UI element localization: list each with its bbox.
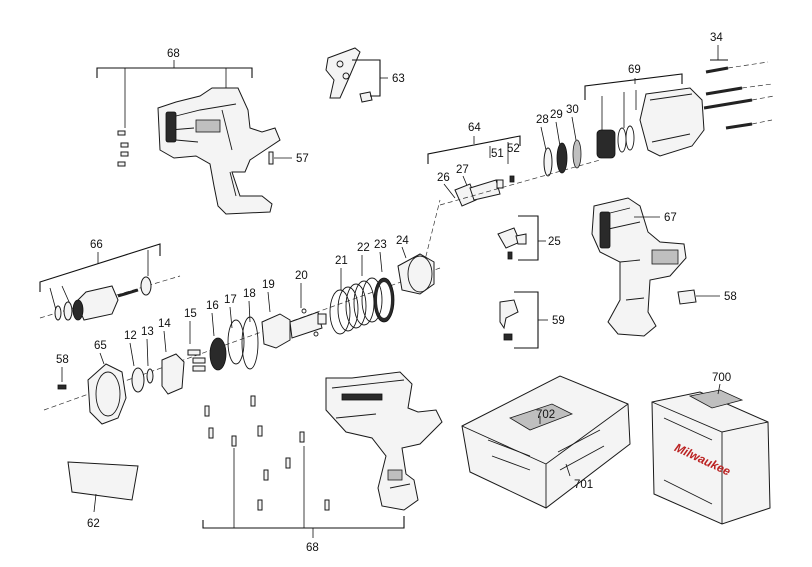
label-17: 16 xyxy=(206,300,219,312)
gear-assembly-64: 64 28 29 30 51 52 26 27 xyxy=(427,104,601,207)
label-57: 57 xyxy=(296,153,309,165)
screw-icon xyxy=(231,435,237,447)
label-19: 18 xyxy=(243,288,256,300)
label-68-top: 68 xyxy=(167,48,180,60)
label-59: 59 xyxy=(552,315,565,327)
pin-icon xyxy=(268,151,274,165)
label-68-bottom: 68 xyxy=(306,542,319,554)
label-14: 13 xyxy=(141,326,154,338)
label-702: 702 xyxy=(536,409,555,421)
label-21: 20 xyxy=(295,270,308,282)
label-15: 14 xyxy=(158,318,171,330)
latch-59: 59 xyxy=(499,291,565,349)
screw-icon xyxy=(120,151,129,157)
label-20: 19 xyxy=(262,279,275,291)
label-29: 29 xyxy=(550,109,563,121)
carry-case-700: Milwaukee 700 xyxy=(651,372,771,525)
label-22: 21 xyxy=(335,255,348,267)
label-26: 26 xyxy=(437,172,450,184)
label-701: 701 xyxy=(574,479,593,491)
housing-half-top: 68 57 xyxy=(96,48,309,215)
label-13: 12 xyxy=(124,330,137,342)
label-69: 69 xyxy=(628,64,641,76)
screw-icon xyxy=(285,457,291,469)
screw-icon xyxy=(250,395,256,407)
label-58: 58 xyxy=(724,291,737,303)
label-65: 58 xyxy=(56,354,69,366)
label-18: 17 xyxy=(224,294,237,306)
screw-icon xyxy=(208,427,214,439)
part-58: 58 xyxy=(677,289,737,305)
label-23: 22 xyxy=(357,242,370,254)
screw-icon xyxy=(204,405,210,417)
label-27: 27 xyxy=(456,164,469,176)
label-63: 63 xyxy=(392,73,405,85)
screw-icon xyxy=(299,431,305,443)
label-52: 52 xyxy=(507,143,520,155)
screw-icon xyxy=(117,161,126,167)
label-28: 28 xyxy=(536,114,549,126)
screw-icon xyxy=(263,469,269,481)
label-34: 34 xyxy=(710,32,723,44)
insert-62: 62 xyxy=(67,461,139,530)
screw-icon xyxy=(257,425,263,437)
label-62: 62 xyxy=(87,518,100,530)
housing-67: 67 xyxy=(591,197,687,337)
carry-case-701: 702 701 xyxy=(461,375,631,509)
label-24: 23 xyxy=(374,239,387,251)
label-25: 24 xyxy=(396,235,409,247)
motor-66: 66 xyxy=(39,239,181,321)
clip-63: 63 xyxy=(325,47,405,103)
screw-icon xyxy=(257,499,263,511)
gear-case-69: 69 xyxy=(584,64,705,159)
label-30: 30 xyxy=(566,104,579,116)
label-51: 51 xyxy=(491,148,504,160)
screw-icon xyxy=(120,142,129,148)
label-700: 700 xyxy=(712,372,731,384)
label-12: 65 xyxy=(94,340,107,352)
bolts-34: 34 xyxy=(703,32,775,130)
label-67: 67 xyxy=(664,212,677,224)
label-66: 66 xyxy=(90,239,103,251)
label-16: 15 xyxy=(184,308,197,320)
gear-train: 24 23 22 21 20 19 18 xyxy=(43,199,441,425)
screw-icon xyxy=(117,130,126,136)
switch-61: 25 xyxy=(497,215,561,261)
label-61: 25 xyxy=(548,236,561,248)
housing-half-bottom: 68 xyxy=(202,371,443,554)
screw-icon xyxy=(324,499,330,511)
label-64: 64 xyxy=(468,122,481,134)
